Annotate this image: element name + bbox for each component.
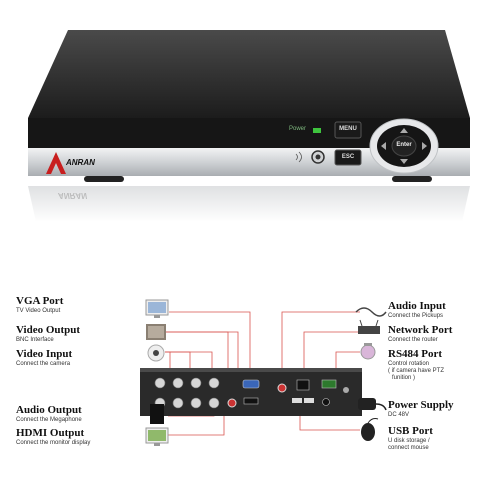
esc-button — [334, 149, 362, 166]
nav-right-arrow — [422, 142, 427, 150]
label-audio-input-desc: Connect the Pickups — [388, 313, 444, 319]
network-port — [296, 379, 310, 391]
label-usb-port-desc-2: connect mouse — [388, 445, 429, 451]
power-jack — [322, 398, 330, 406]
rear-panel-diagram — [140, 299, 387, 446]
dvr-foot-right — [392, 176, 432, 182]
label-video-input-desc: Connect the camera — [16, 361, 71, 367]
label-vga-port: VGA Port — [16, 295, 64, 307]
dvr-front-illustration — [28, 30, 470, 222]
label-vga-port-desc: TV Video Output — [16, 308, 61, 314]
speaker-icon — [150, 404, 164, 424]
label-rs484-port-desc-3: funition ) — [392, 375, 416, 381]
label-audio-output: Audio Output — [16, 404, 82, 416]
nav-down-arrow — [400, 159, 408, 164]
dvr-reflection — [28, 186, 470, 222]
menu-label: MENU — [339, 126, 357, 132]
rear-panel-top — [140, 368, 362, 372]
brand-logo-text: ANRAN — [66, 158, 95, 167]
menu-button — [334, 121, 362, 139]
ir-receiver-core — [315, 154, 321, 160]
bnc-connectors — [154, 377, 220, 409]
ground-screw — [343, 387, 349, 393]
router-icon — [358, 319, 380, 334]
label-video-output: Video Output — [16, 324, 81, 336]
nav-left-arrow — [381, 142, 386, 150]
enter-label: Enter — [396, 142, 412, 148]
power-adapter-icon — [358, 398, 387, 411]
ptz-camera-icon — [360, 343, 376, 360]
anran-logo-mark — [46, 152, 66, 174]
usb-mouse-icon — [361, 418, 379, 441]
label-hdmi-output-desc: Connect the monitor display — [16, 440, 91, 446]
dvr-foot-left — [84, 176, 124, 182]
brand-reflection-text: ANRAN — [58, 191, 87, 200]
usb-port-2 — [304, 398, 314, 403]
vga-monitor-icon — [145, 299, 169, 318]
label-audio-input: Audio Input — [388, 300, 446, 312]
power-label: Power — [289, 126, 307, 132]
audio-cable-icon — [355, 307, 387, 317]
audio-out-rca — [227, 398, 237, 408]
label-power-supply-desc: DC 48V — [388, 412, 410, 418]
label-audio-output-desc: Connect the Megaphone — [16, 417, 82, 423]
label-rs484-port-desc-2: ( if camera have PTZ — [388, 368, 445, 374]
hdmi-monitor-icon — [145, 427, 169, 446]
vga-port — [242, 379, 260, 389]
audio-in-rca — [277, 383, 287, 393]
rs485-port — [321, 379, 337, 389]
rear-panel-body — [140, 370, 362, 416]
label-video-input: Video Input — [16, 348, 73, 360]
label-power-supply: Power Supply — [388, 399, 454, 411]
power-led — [313, 128, 321, 133]
label-network-port-desc: Connect the router — [388, 337, 438, 343]
bnc-box-icon — [146, 324, 166, 340]
usb-port-1 — [292, 398, 302, 403]
label-video-output-desc: BNC Interface — [16, 337, 54, 343]
label-usb-port: USB Port — [388, 425, 433, 437]
dvr-top-lid — [28, 30, 470, 118]
label-hdmi-output: HDMI Output — [16, 427, 85, 439]
enter-button — [391, 135, 417, 157]
label-rs484-port-desc: Control rotation — [388, 361, 430, 367]
label-usb-port-desc: U disk storage / — [388, 438, 430, 444]
camera-icon — [147, 344, 165, 362]
ir-icon — [295, 151, 302, 163]
hdmi-port — [243, 397, 259, 405]
esc-label: ESC — [341, 154, 355, 160]
label-rs484-port: RS484 Port — [388, 348, 443, 360]
label-network-port: Network Port — [388, 324, 453, 336]
nav-up-arrow — [400, 128, 408, 133]
